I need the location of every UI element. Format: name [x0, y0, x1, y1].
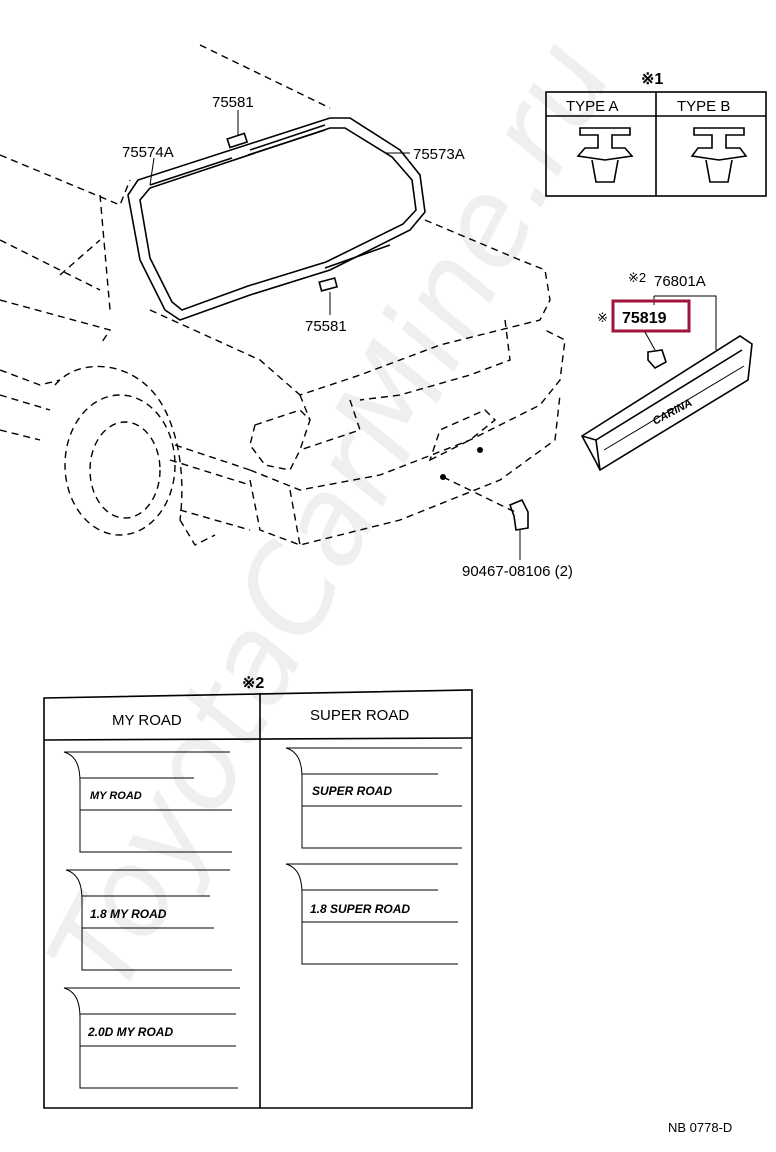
rear-garnish: CARINA	[580, 335, 753, 472]
emblem-highlight-box	[611, 299, 691, 333]
drawing-code: NB 0778-D	[668, 1120, 732, 1135]
emblem-card: MY ROAD	[63, 751, 232, 853]
emblem-mark: ※	[597, 310, 608, 325]
garnish-note: ※2	[628, 270, 646, 285]
variant-table: ※2 MY ROAD SUPER ROAD MY ROAD 1.8 MY ROA…	[43, 675, 473, 1109]
emblem-card: 1.8 MY ROAD	[65, 869, 232, 971]
callout-75581-bottom[interactable]: 75581	[305, 318, 347, 335]
callout-90467-08106[interactable]: 90467-08106 (2)	[462, 563, 573, 580]
variant-table-header: ※2	[242, 675, 264, 692]
emblem-18-super-road: 1.8 SUPER ROAD	[310, 902, 410, 916]
callout-75574a[interactable]: 75574A	[122, 144, 174, 161]
retainer-clip-icon	[508, 498, 529, 531]
clip-type-b-icon	[690, 127, 748, 183]
emblem-card: 1.8 SUPER ROAD	[285, 863, 458, 965]
emblem-card: SUPER ROAD	[285, 747, 462, 849]
callout-75573a[interactable]: 75573A	[413, 146, 465, 163]
callout-75819[interactable]: 75819	[622, 310, 667, 327]
emblem-clip-icon	[647, 349, 667, 370]
clip-type-a-icon	[576, 127, 634, 183]
emblem-super-road: SUPER ROAD	[312, 784, 392, 798]
callout-75581-top[interactable]: 75581	[212, 94, 254, 111]
col-my-road: MY ROAD	[112, 712, 182, 729]
car-body	[0, 44, 566, 546]
rear-window-molding	[127, 117, 426, 321]
emblem-18-my-road: 1.8 MY ROAD	[90, 907, 167, 921]
callout-76801a[interactable]: 76801A	[654, 273, 706, 290]
emblem-card: 2.0D MY ROAD	[63, 987, 240, 1089]
type-table-header: ※1	[641, 71, 663, 88]
emblem-20d-my-road: 2.0D MY ROAD	[87, 1025, 173, 1039]
col-super-road: SUPER ROAD	[310, 707, 409, 724]
clip-type-table: ※1 TYPE A TYPE B	[545, 71, 767, 197]
type-b-label: TYPE B	[677, 98, 730, 115]
type-a-label: TYPE A	[566, 98, 619, 115]
emblem-my-road: MY ROAD	[90, 790, 142, 802]
